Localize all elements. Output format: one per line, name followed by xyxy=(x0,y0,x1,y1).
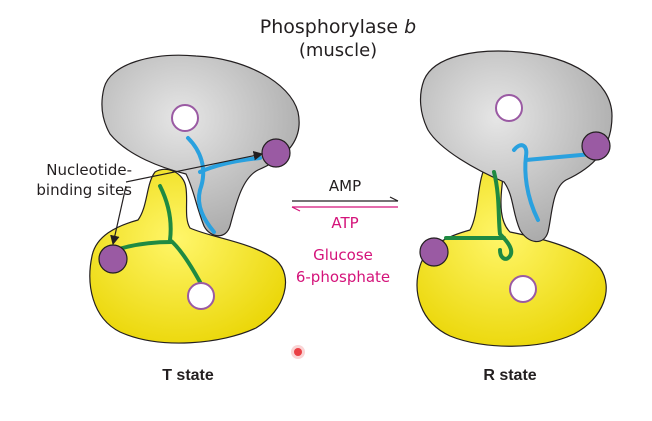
t-upper-subunit xyxy=(101,54,300,237)
t-nucleotide-site-upper xyxy=(261,138,291,168)
reverse-arrow-head xyxy=(291,206,301,212)
diagram-subtitle: (muscle) xyxy=(298,40,378,61)
r-state-enzyme xyxy=(416,50,613,347)
r-green-helix-1 xyxy=(492,170,514,261)
r-state-label: R state xyxy=(483,367,537,384)
diagram-title: Phosphorylase b xyxy=(259,16,417,38)
t-nucleotide-site-lower xyxy=(98,244,128,274)
r-catalytic-site-lower xyxy=(509,275,537,303)
equilibrium-arrows xyxy=(291,196,399,212)
t-state-label: T state xyxy=(162,367,214,384)
r-blue-helix-1 xyxy=(512,143,540,222)
pointer-to-upper-site xyxy=(125,150,264,183)
atp-label: ATP xyxy=(331,214,359,232)
t-catalytic-site-upper xyxy=(171,104,199,132)
pointer-to-lower-site xyxy=(110,185,127,246)
amp-label: AMP xyxy=(328,177,362,195)
t-catalytic-site-lower xyxy=(187,282,215,310)
t-green-helix-1 xyxy=(158,184,202,284)
nucleotide-binding-label: Nucleotide- binding sites xyxy=(36,161,132,199)
glucose-6-phosphate-label: Glucose 6-phosphate xyxy=(295,246,391,286)
cursor-dot xyxy=(294,348,302,356)
t-lower-subunit xyxy=(89,168,286,344)
title-isoform-letter: b xyxy=(404,16,417,38)
t-blue-helix-1 xyxy=(186,136,216,234)
t-state-enzyme xyxy=(89,54,300,344)
r-nucleotide-site-upper xyxy=(581,131,611,161)
r-nucleotide-site-lower xyxy=(419,237,449,267)
forward-arrow-head xyxy=(389,196,399,202)
cursor-dot-glow xyxy=(291,345,305,359)
r-catalytic-site-upper xyxy=(495,94,523,122)
